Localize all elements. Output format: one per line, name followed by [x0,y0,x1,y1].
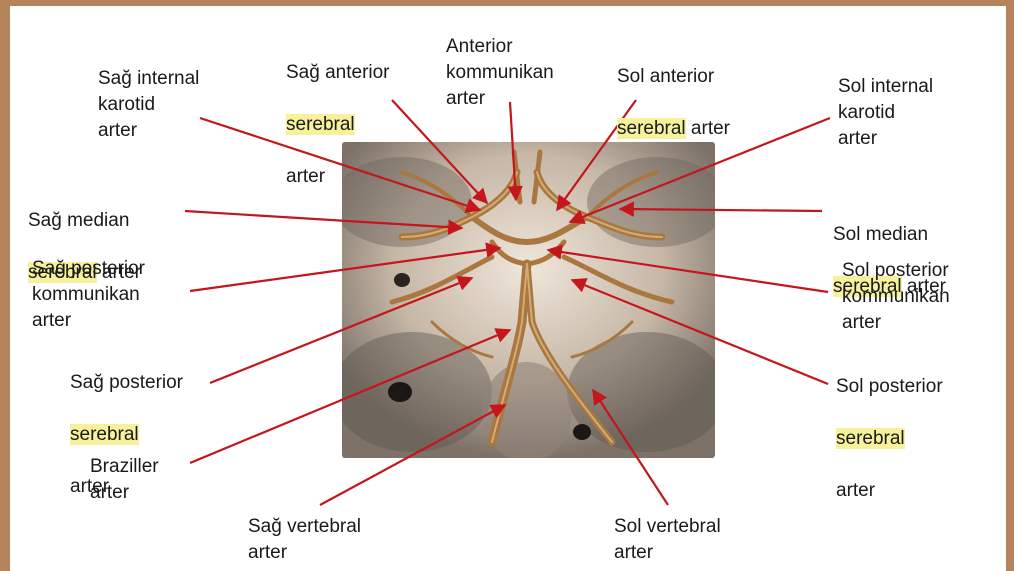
arrow-anterior-kommunikan [510,102,516,200]
highlight-term: serebral [70,424,139,445]
highlight-term: serebral [836,428,905,449]
label-text: arter [836,480,875,501]
label-sol-posterior-serebral: Sol posterior serebral arter [836,348,943,504]
label-text: Sağ posterior [70,372,183,393]
label-sol-internal-karotid: Sol internal karotid arter [838,74,933,152]
label-text: Sağ median [28,210,129,231]
label-sol-anterior-serebral: Sol anterior serebral arter [617,38,730,142]
label-sag-internal-karotid: Sağ internal karotid arter [98,66,199,144]
highlight-term: serebral [617,118,686,139]
arrow-sol-median-serebral [620,209,822,211]
arrow-sag-anterior-serebral [392,100,487,203]
arrow-sag-vertebral [320,405,505,505]
arrow-baziller [190,330,510,463]
arrow-sol-posterior-serebral [572,280,828,384]
label-sag-anterior-serebral: Sağ anterior serebral arter [286,34,390,190]
arrow-sag-posterior-serebral [210,278,472,383]
label-baziller: Braziller arter [90,454,159,506]
label-text: arter [686,118,730,139]
label-sol-posterior-kommunikan: Sol posterior kommunikan arter [842,258,950,336]
label-text: Sağ anterior [286,62,390,83]
arrow-sol-posterior-kommunikan [548,250,828,292]
label-text: arter [286,166,325,187]
label-anterior-kommunikan: Anterior kommunikan arter [446,34,554,112]
label-sag-posterior-kommunikan: Sağ posterior kommunikan arter [32,256,145,334]
label-sag-vertebral: Sağ vertebral arter [248,514,361,566]
label-text: Sol median [833,224,928,245]
arrow-sol-vertebral [593,390,668,505]
label-sol-vertebral: Sol vertebral arter [614,514,721,566]
label-text: Sol anterior [617,66,714,87]
highlight-term: serebral [286,114,355,135]
label-text: Sol posterior [836,376,943,397]
arrow-sag-median-serebral [185,211,462,228]
